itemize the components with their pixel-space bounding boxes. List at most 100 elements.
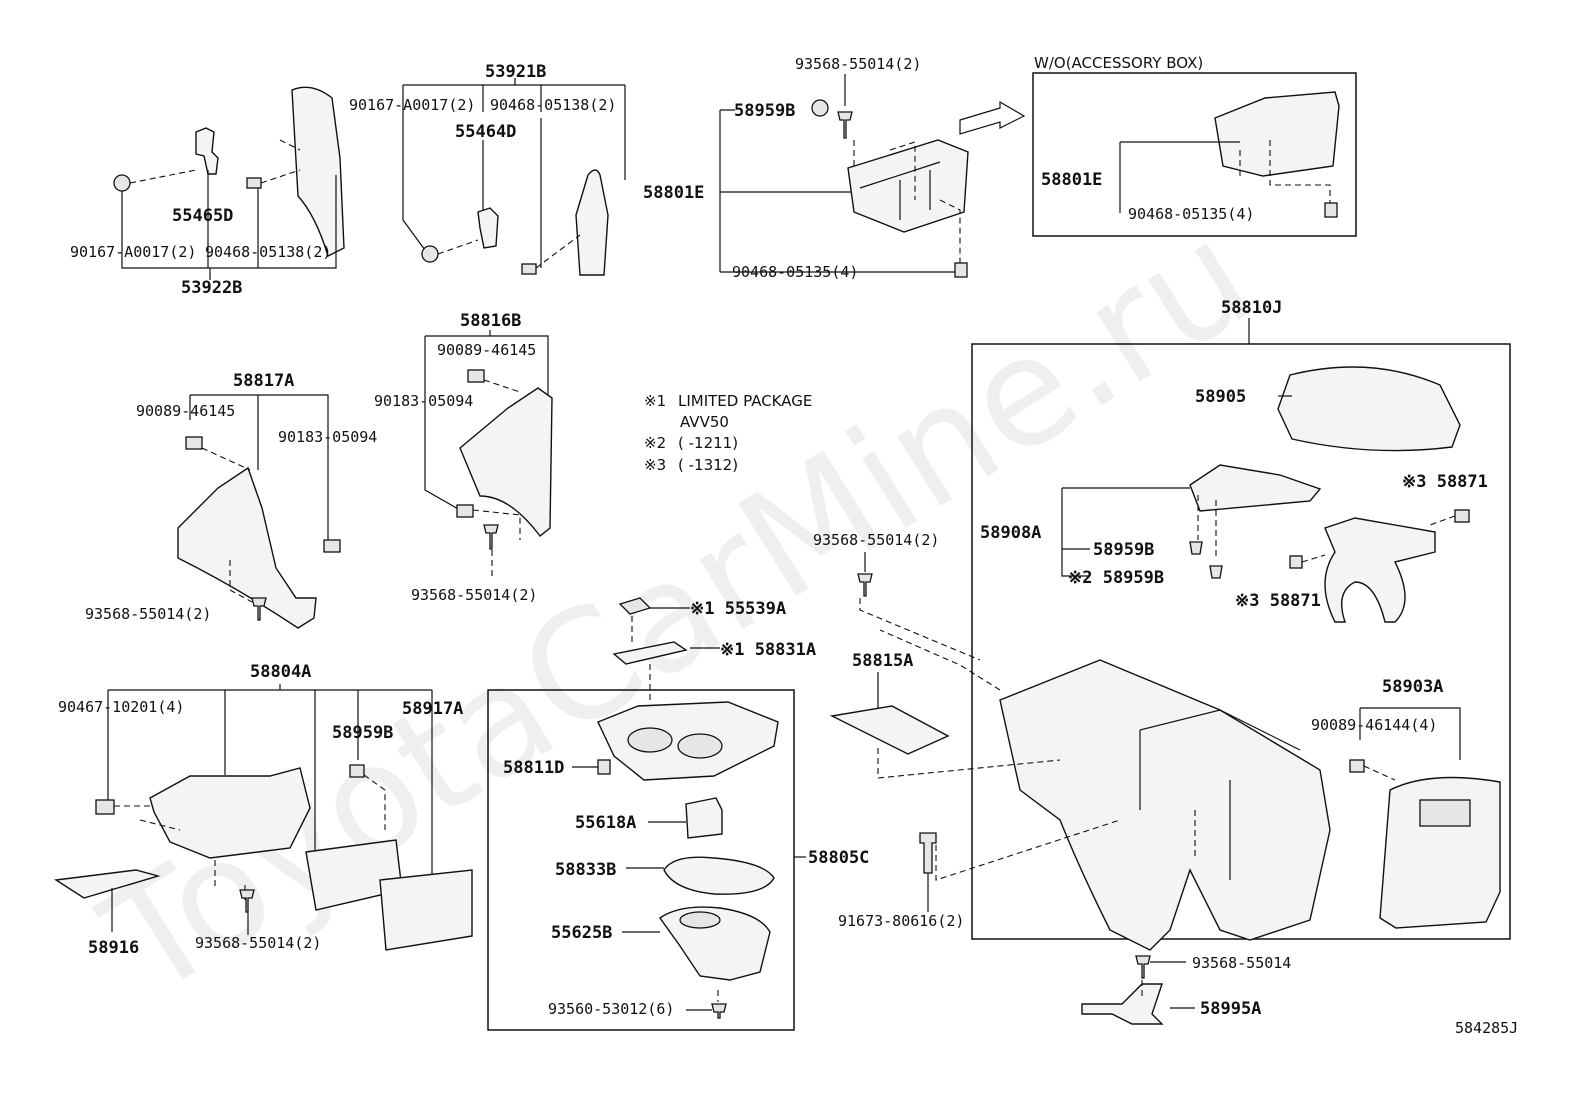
label-53921b: 53921B: [485, 62, 546, 82]
label-90183-05094-b: 90183-05094: [278, 428, 377, 446]
part-58815a-mat[interactable]: [829, 705, 950, 755]
part-90468-clip-b[interactable]: [521, 263, 537, 275]
part-58905-armrest-lid[interactable]: [1277, 366, 1461, 452]
part-90468-05135-clip[interactable]: [954, 262, 968, 278]
label-58908a: 58908A: [980, 523, 1041, 543]
part-53921b-panel[interactable]: [575, 169, 609, 276]
label-55465d: 55465D: [172, 206, 233, 226]
part-58959b-clip-l[interactable]: [349, 764, 365, 778]
label-58831a: ※1 58831A: [720, 640, 816, 660]
cupholder-58805c-frame: [487, 689, 795, 1031]
label-90167-a0017-bottom: 90167-A0017(2): [70, 243, 196, 261]
label-93568-55014-f: 93568-55014: [1192, 954, 1291, 972]
cupholder-hole-left-icon: [627, 727, 673, 753]
label-58959b-l: 58959B: [332, 723, 393, 743]
label-55539a: ※1 55539A: [690, 599, 786, 619]
part-58817a-panel[interactable]: [177, 466, 317, 629]
label-58817a: 58817A: [233, 371, 294, 391]
part-58959b-clip-top[interactable]: [811, 99, 829, 117]
group-58801e: [719, 74, 1026, 278]
group-53922b: [113, 86, 345, 280]
part-90089-clip-a[interactable]: [467, 369, 485, 383]
diagram-id: 584285J: [1455, 1019, 1518, 1037]
label-58804a: 58804A: [250, 662, 311, 682]
label-90167-a0017-top: 90167-A0017(2): [349, 96, 475, 114]
cupholder-hole-right-icon: [677, 733, 723, 759]
label-55464d: 55464D: [455, 122, 516, 142]
part-91673-bolt[interactable]: [919, 832, 937, 874]
part-58871-bracket[interactable]: [1324, 517, 1436, 623]
part-90183-clip-a[interactable]: [456, 504, 474, 518]
part-58959b-clip-r1[interactable]: [1189, 541, 1203, 555]
label-58871-b: ※3 58871: [1235, 591, 1321, 611]
label-58816b: 58816B: [460, 311, 521, 331]
label-93560-53012: 93560-53012(6): [548, 1000, 674, 1018]
part-58816b-panel[interactable]: [459, 387, 553, 537]
label-90468-05138-top: 90468-05138(2): [490, 96, 616, 114]
part-93568-screw-top[interactable]: [837, 111, 853, 139]
part-93568-screw-b[interactable]: [483, 524, 499, 550]
part-58810j-console-box[interactable]: [999, 659, 1331, 951]
part-58995a-bracket[interactable]: [1081, 983, 1164, 1025]
note-3-mark: ※3: [644, 456, 666, 474]
part-90468-clip-a[interactable]: [246, 177, 262, 189]
label-90089-46144: 90089-46144(4): [1311, 716, 1437, 734]
part-55465d-bracket[interactable]: [195, 127, 219, 175]
part-58804a-pocket[interactable]: [149, 767, 311, 859]
part-58811d-clip[interactable]: [597, 759, 611, 775]
part-58833b-gasket[interactable]: [663, 856, 775, 895]
group-58817a: [177, 394, 341, 629]
part-58917a-cover[interactable]: [379, 869, 473, 951]
label-58833b: 58833B: [555, 860, 616, 880]
label-93568-55014-d: 93568-55014(2): [813, 531, 939, 549]
part-90089-46144-clip[interactable]: [1349, 759, 1365, 773]
label-53922b: 53922B: [181, 278, 242, 298]
note-2-text: ( -1211): [678, 434, 738, 452]
label-58810j: 58810J: [1221, 298, 1282, 318]
label-58815a: 58815A: [852, 651, 913, 671]
part-55464d-bracket[interactable]: [477, 207, 499, 249]
part-90167-clip-a[interactable]: [113, 174, 131, 192]
note-3-text: ( -1312): [678, 456, 738, 474]
part-58959b-clip-r2[interactable]: [1209, 565, 1223, 579]
label-91673-80616: 91673-80616(2): [838, 912, 964, 930]
part-93568-screw-c[interactable]: [251, 597, 267, 621]
part-58908a-tray[interactable]: [1189, 464, 1322, 512]
label-90468-05138-bottom: 90468-05138(2): [205, 243, 331, 261]
label-58959b-top: 58959B: [734, 101, 795, 121]
wo-accessory-box-frame: [1032, 72, 1357, 237]
part-93568-screw-d[interactable]: [857, 573, 873, 597]
part-58871-clip-b[interactable]: [1289, 555, 1303, 569]
label-93568-55014-e: 93568-55014(2): [195, 934, 321, 952]
notes-block: ※1 LIMITED PACKAGE AVV50 ※2 ( -1211) ※3 …: [644, 392, 812, 474]
console-58810j-frame: [971, 343, 1511, 940]
part-58916-mat[interactable]: [53, 869, 161, 899]
label-58959b-r1: 58959B: [1093, 540, 1154, 560]
note-1-mark: ※1: [644, 392, 666, 410]
label-90468-05135: 90468-05135(4): [732, 263, 858, 281]
label-58811d: 58811D: [503, 758, 564, 778]
part-90467-clip[interactable]: [95, 799, 115, 815]
part-90468-05135-clip-box[interactable]: [1324, 202, 1338, 218]
cup-insert-hole-icon: [679, 911, 721, 929]
part-58801e-alt-box[interactable]: [1214, 91, 1340, 177]
label-55625b: 55625B: [551, 923, 612, 943]
part-93560-screw[interactable]: [711, 1003, 727, 1019]
part-90167-clip-b[interactable]: [421, 245, 439, 263]
part-55618a-holder[interactable]: [685, 797, 723, 839]
part-90089-clip-b[interactable]: [185, 436, 203, 450]
part-58871-clip-a[interactable]: [1454, 509, 1470, 523]
note-1-sub: AVV50: [680, 413, 729, 431]
note-1-text: LIMITED PACKAGE: [678, 392, 812, 410]
group-53921b: [402, 78, 626, 276]
part-58831a-switch[interactable]: [612, 641, 688, 665]
label-58917a: 58917A: [402, 699, 463, 719]
label-90468-05135-box: 90468-05135(4): [1128, 205, 1254, 223]
part-90183-clip-b[interactable]: [323, 539, 341, 553]
label-55618a: 55618A: [575, 813, 636, 833]
label-93568-55014-top: 93568-55014(2): [795, 55, 921, 73]
part-93568-screw-f[interactable]: [1135, 955, 1151, 979]
wo-accessory-box-label: W/O(ACCESSORY BOX): [1034, 54, 1203, 72]
label-93568-55014-c: 93568-55014(2): [85, 605, 211, 623]
